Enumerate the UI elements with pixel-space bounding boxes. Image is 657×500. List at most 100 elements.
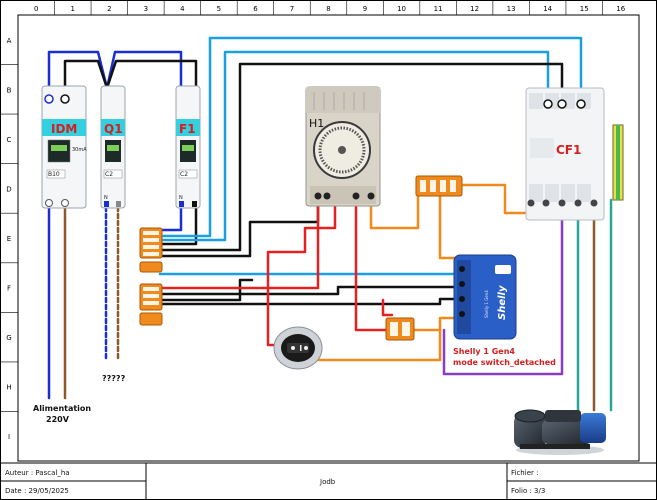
row-label: D bbox=[6, 185, 11, 193]
shelly-terminal-1 bbox=[459, 266, 465, 272]
unknown-label: ????? bbox=[102, 374, 126, 383]
cf1-bottom-terminal-3 bbox=[590, 199, 598, 207]
column-label: 10 bbox=[397, 5, 406, 13]
wire-blue-cf1-b bbox=[158, 50, 550, 242]
wire-black-shelly-a bbox=[158, 285, 460, 296]
shelly-terminal-3 bbox=[459, 296, 465, 302]
wire-black-cf1 bbox=[158, 62, 564, 252]
f1-terminal-label: N bbox=[179, 195, 183, 201]
shelly-brand: Shelly bbox=[497, 285, 508, 320]
f1-code: C2 bbox=[180, 171, 188, 178]
cf1-bottom-terminal-2 bbox=[574, 199, 582, 207]
earth-bar bbox=[612, 124, 624, 201]
q1-terminal-label: N bbox=[104, 195, 108, 201]
row-label: G bbox=[6, 334, 11, 342]
wire-orange-wago-shelly bbox=[438, 190, 460, 260]
column-label: 15 bbox=[580, 5, 589, 13]
idm-code: B10 bbox=[48, 171, 60, 178]
q1-terminal-l bbox=[116, 201, 121, 207]
f1-terminal-l bbox=[192, 201, 197, 207]
shelly-relay: Shelly Shelly 1 Gen4 bbox=[453, 254, 517, 340]
column-label: 0 bbox=[34, 5, 38, 13]
column-label: 8 bbox=[326, 5, 330, 13]
h1-terminal-2 bbox=[323, 192, 331, 200]
supply-label-line2: 220V bbox=[46, 415, 70, 424]
pool-pump bbox=[514, 409, 606, 455]
h1-terminal-4 bbox=[367, 192, 375, 200]
title-date: Date : 29/05/2025 bbox=[5, 487, 69, 495]
idm-label: IDM bbox=[51, 122, 77, 136]
column-label: 2 bbox=[107, 5, 111, 13]
idm-terminal-l-top bbox=[60, 94, 70, 104]
shelly-caption-line2: mode switch_detached bbox=[453, 358, 556, 367]
title-author: Auteur : Pascal_ha bbox=[5, 469, 70, 477]
breaker-q1: Q1 C2 N bbox=[100, 85, 126, 209]
column-label: 5 bbox=[217, 5, 221, 13]
wire-purple-cf1-pump bbox=[442, 206, 564, 376]
h1-label: H1 bbox=[309, 117, 324, 130]
wire-black-shelly-b bbox=[158, 278, 254, 302]
row-label: F bbox=[7, 285, 11, 293]
shelly-terminal-2 bbox=[459, 281, 465, 287]
wago-block-top bbox=[139, 227, 163, 273]
row-label: C bbox=[7, 136, 12, 144]
f1-terminal-n bbox=[179, 201, 184, 207]
h1-terminal-1 bbox=[314, 192, 322, 200]
f1-label: F1 bbox=[179, 122, 196, 136]
wire-f1-phase bbox=[158, 205, 198, 246]
cf1-top-terminal-3 bbox=[576, 99, 586, 109]
row-label: B bbox=[7, 86, 12, 94]
breaker-idm: IDM 30mA B10 bbox=[41, 85, 87, 209]
column-label: 4 bbox=[180, 5, 185, 13]
wire-blue-cf1-a bbox=[158, 36, 583, 238]
title-center: Jodb bbox=[319, 478, 336, 486]
shelly-model-print: Shelly 1 Gen4 bbox=[484, 290, 489, 318]
idm-rating: 30mA bbox=[72, 147, 87, 153]
shelly-caption-line1: Shelly 1 Gen4 bbox=[453, 347, 515, 356]
cf1-bottom-terminal-1 bbox=[558, 199, 566, 207]
wire-f1-neutral bbox=[158, 205, 183, 232]
contactor-cf1: CF1 bbox=[525, 87, 605, 221]
row-labels: A B C D E F G H I bbox=[0, 37, 18, 441]
title-file: Fichier : bbox=[511, 469, 538, 477]
wago-block-lower-right bbox=[385, 317, 415, 341]
h1-terminal-3 bbox=[352, 192, 360, 200]
wago-block-middle bbox=[415, 175, 463, 197]
wire-red-wago2-shelly bbox=[381, 298, 394, 317]
cf1-bottom-terminal-a2 bbox=[542, 199, 550, 207]
column-label: 12 bbox=[470, 5, 479, 13]
q1-label: Q1 bbox=[104, 122, 123, 136]
row-label: A bbox=[7, 37, 12, 45]
title-folio: Folio : 3/3 bbox=[511, 487, 545, 495]
timer-h1: H1 bbox=[305, 86, 381, 207]
row-label: H bbox=[6, 384, 11, 392]
drawing-area-frame bbox=[17, 14, 640, 462]
wire-red-h1-switch bbox=[266, 198, 337, 347]
breaker-f1: F1 C2 N bbox=[175, 85, 201, 209]
wire-orange-h1-wago bbox=[369, 190, 420, 230]
wire-red-h1-wago2 bbox=[354, 198, 390, 332]
q1-code: C2 bbox=[105, 171, 113, 178]
wire-red-h1-wago bbox=[158, 198, 320, 290]
rocker-switch bbox=[273, 326, 323, 370]
supply-label-line1: Alimentation bbox=[33, 404, 91, 413]
column-label: 14 bbox=[543, 5, 552, 13]
row-label: E bbox=[7, 235, 11, 243]
idm-terminal-n-bottom bbox=[45, 199, 53, 207]
shelly-terminal-4 bbox=[459, 311, 465, 317]
title-block: Auteur : Pascal_ha Date : 29/05/2025 Jod… bbox=[0, 462, 657, 500]
row-label: I bbox=[8, 433, 10, 441]
idm-terminal-n-top bbox=[44, 94, 54, 104]
column-label: 9 bbox=[363, 5, 367, 13]
column-label: 1 bbox=[71, 5, 75, 13]
cf1-top-terminal-2 bbox=[557, 99, 567, 109]
column-label: 13 bbox=[507, 5, 516, 13]
q1-terminal-n bbox=[104, 201, 109, 207]
wire-black-shelly-c bbox=[158, 297, 460, 306]
wago-block-bottom bbox=[139, 283, 163, 326]
idm-terminal-l-bottom bbox=[61, 199, 69, 207]
column-label: 6 bbox=[253, 5, 258, 13]
column-label: 3 bbox=[144, 5, 148, 13]
